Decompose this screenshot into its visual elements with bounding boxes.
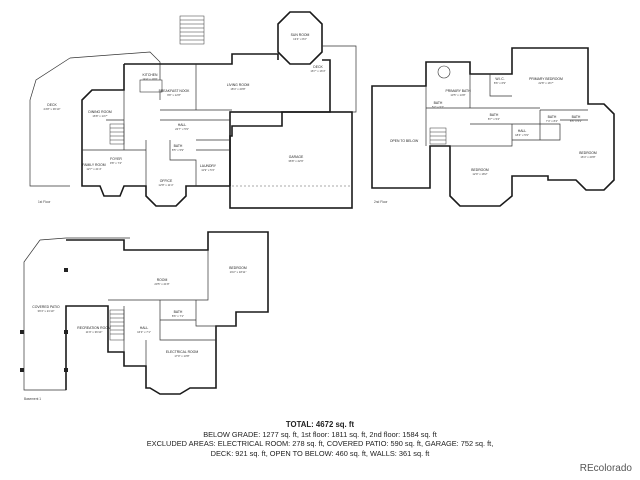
bathtub xyxy=(437,65,451,79)
room-kitchen-dim: 14'4" x 19'9" xyxy=(142,77,157,81)
room-family-dim: 12'7" x 21'4" xyxy=(86,167,101,171)
deck-right-outline xyxy=(300,45,357,113)
room-sun-room-name: SUN ROOM xyxy=(291,33,310,37)
room-electrical-dim: 17'0" x 13'8" xyxy=(174,354,189,358)
room-bath2a-name: BATH xyxy=(434,101,443,105)
watermark-logo: REcolorado xyxy=(579,463,632,474)
room-bed-b-name: BEDROOM xyxy=(229,266,247,270)
room-hall-b-dim: 16'3" x 7'1" xyxy=(137,330,151,334)
room-bath2c-dim: 7'4" x 8'4" xyxy=(546,119,558,123)
room-wic-name: W.I.C. xyxy=(495,77,504,81)
basement-plan: Basement 1 COVERED PATIO 36'3" x 21'10" … xyxy=(20,231,269,401)
room-breakfast-name: BREAKFAST NOOK xyxy=(159,89,191,93)
room-hall-b-name: HALL xyxy=(140,326,149,330)
room-rec-room-dim: 11'9" x 36'10" xyxy=(86,330,103,334)
room-bath2b-dim: 8'7" x 5'4" xyxy=(488,117,500,121)
room-family-name: FAMILY ROOM xyxy=(82,163,105,167)
room-bed-b-dim: 16'2" x 18'11" xyxy=(230,270,247,274)
room-primary-bed-name: PRIMARY BEDROOM xyxy=(529,77,563,81)
exterior-stairs xyxy=(179,15,205,45)
patio-columns xyxy=(20,268,68,372)
basement-walls xyxy=(65,231,269,395)
interior-stairs-second xyxy=(429,127,447,145)
summary-total: TOTAL: 4672 sq. ft xyxy=(285,420,355,429)
garage-walls xyxy=(229,111,353,209)
room-covered-patio-dim: 36'3" x 21'10" xyxy=(38,309,55,313)
room-breakfast-dim: 9'8" x 12'8" xyxy=(167,93,181,97)
room-primary-bath-name: PRIMARY BATH xyxy=(445,89,471,93)
room-hall2-dim: 18'4" x 5'9" xyxy=(515,133,529,137)
first-floor-walls xyxy=(81,53,331,207)
room-bath1-name: BATH xyxy=(174,144,183,148)
room-laundry-dim: 11'9" x 5'3" xyxy=(201,168,215,172)
room-office-name: OFFICE xyxy=(160,179,173,183)
room-dining-dim: 16'8" x 14'7" xyxy=(92,114,107,118)
room-room-b-name: ROOM xyxy=(157,278,168,282)
room-bed3-name: BEDROOM xyxy=(579,151,597,155)
first-floor-plan: 1st Floor SUN ROOM 13'4" x 8'2" DECK 24'… xyxy=(29,11,357,209)
room-electrical-name: ELECTRICAL ROOM xyxy=(166,350,198,354)
room-bath2b-name: BATH xyxy=(490,113,499,117)
interior-stairs-basement xyxy=(109,309,125,341)
room-hall2-name: HALL xyxy=(518,129,527,133)
interior-stairs-first xyxy=(109,123,125,145)
first-floor-label: 1st Floor xyxy=(38,200,51,204)
area-summary: TOTAL: 4672 sq. ft BELOW GRADE: 1277 sq.… xyxy=(0,420,640,458)
room-bath-b-name: BATH xyxy=(174,310,183,314)
room-garage-dim: 36'8" x 22'9" xyxy=(288,159,303,163)
room-bed2-dim: 12'9" x 18'2" xyxy=(472,172,487,176)
room-room-b-dim: 20'5" x 21'8" xyxy=(154,282,169,286)
room-bath-b-dim: 8'6" x 7'1" xyxy=(172,314,184,318)
summary-line-2: EXCLUDED AREAS: ELECTRICAL ROOM: 278 sq.… xyxy=(146,439,494,449)
room-bed3-dim: 16'4" x 20'8" xyxy=(580,155,595,159)
room-deck-name: DECK xyxy=(47,103,57,107)
room-foyer-name: FOYER xyxy=(110,157,122,161)
room-deck-right-dim: 16'7" x 16'3" xyxy=(310,69,325,73)
summary-line-3: DECK: 921 sq. ft, OPEN TO BELOW: 460 sq.… xyxy=(210,448,430,458)
room-hall1-name: HALL xyxy=(178,123,187,127)
room-living-name: LIVING ROOM xyxy=(227,83,250,87)
room-covered-patio-name: COVERED PATIO xyxy=(32,305,60,309)
room-deck-dim: 24'8" x 36'10" xyxy=(44,107,61,111)
room-bed2-name: BEDROOM xyxy=(471,168,489,172)
room-sun-room-dim: 13'4" x 8'2" xyxy=(293,37,307,41)
room-dining-name: DINING ROOM xyxy=(88,110,112,114)
sun-room-walls xyxy=(277,11,323,65)
room-laundry-name: LAUNDRY xyxy=(200,164,217,168)
second-floor-plan: 2nd Floor OPEN TO BELOW PRIMARY BATH 13'… xyxy=(371,47,615,207)
room-kitchen-name: KITCHEN xyxy=(143,73,158,77)
room-wic-dim: 8'6" x 6'9" xyxy=(494,81,506,85)
room-bath2c-name: BATH xyxy=(548,115,557,119)
room-primary-bed-dim: 22'8" x 16'7" xyxy=(538,81,553,85)
summary-line-1: BELOW GRADE: 1277 sq. ft, 1st floor: 181… xyxy=(203,429,437,439)
second-floor-label: 2nd Floor xyxy=(374,200,388,204)
room-bath2d-dim: 8'5" x 5'3" xyxy=(570,119,582,123)
room-bath2d-name: BATH xyxy=(572,115,581,119)
room-rec-room-name: RECREATION ROOM xyxy=(77,326,111,330)
room-primary-bath-dim: 13'5" x 14'8" xyxy=(450,93,465,97)
room-foyer-dim: 9'8" x 7'4" xyxy=(110,161,122,165)
second-floor-interior xyxy=(425,74,588,147)
room-office-dim: 12'8" x 11'4" xyxy=(158,183,173,187)
basement-label: Basement 1 xyxy=(24,397,41,401)
room-open-below-name: OPEN TO BELOW xyxy=(390,139,419,143)
room-deck-right-name: DECK xyxy=(313,65,323,69)
room-bath1-dim: 8'5" x 5'9" xyxy=(172,148,184,152)
second-floor-walls xyxy=(371,47,615,207)
room-bath2a-dim: 5'7" x 5'7" xyxy=(432,105,444,109)
room-hall1-dim: 22'7" x 5'9" xyxy=(175,127,189,131)
room-living-dim: 18'4" x 20'8" xyxy=(230,87,245,91)
first-floor-interior xyxy=(82,64,232,186)
room-garage-name: GARAGE xyxy=(289,155,304,159)
kitchen-island xyxy=(139,79,163,93)
